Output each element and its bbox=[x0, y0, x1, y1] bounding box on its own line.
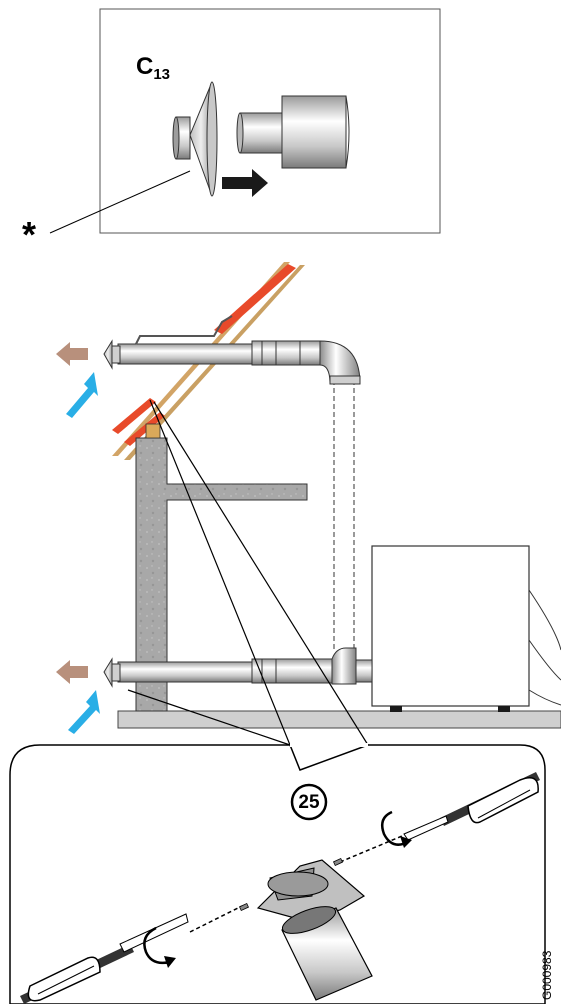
floor bbox=[117, 710, 561, 729]
connection-type-label: C13 bbox=[136, 53, 171, 83]
upper-terminal-cap-icon bbox=[103, 339, 121, 370]
lower-inlet-arrow-icon bbox=[68, 690, 100, 734]
figure-code: G000983 bbox=[540, 950, 554, 1000]
terminal-cap-icon bbox=[172, 81, 218, 197]
asterisk-callout: * bbox=[22, 214, 37, 255]
step-number-circle bbox=[290, 783, 328, 821]
terminal-detail-inset bbox=[49, 8, 441, 234]
upper-flue-pipe bbox=[117, 315, 361, 385]
pipe-icon bbox=[236, 95, 350, 169]
lower-flue-pipe bbox=[117, 647, 373, 685]
arrow-right-icon bbox=[222, 169, 268, 197]
lower-terminal-cap-icon bbox=[103, 657, 121, 688]
wall bbox=[135, 423, 308, 712]
installation-section bbox=[56, 262, 561, 746]
upper-outlet-arrow-icon bbox=[56, 342, 88, 366]
screwdriver-icon bbox=[20, 913, 189, 1004]
assembly-detail-panel bbox=[9, 743, 546, 1004]
rotate-arrow-icon bbox=[381, 810, 409, 846]
lower-outlet-arrow-icon bbox=[56, 660, 88, 684]
step-number: 25 bbox=[298, 792, 320, 813]
boiler-icon bbox=[371, 545, 561, 712]
upper-inlet-arrow-icon bbox=[66, 372, 98, 418]
screwdriver-icon bbox=[403, 772, 540, 841]
rotate-arrow-icon bbox=[143, 926, 171, 965]
screw-icon bbox=[238, 857, 344, 912]
terminal-assembly-icon bbox=[256, 859, 373, 1001]
leader-line bbox=[49, 170, 191, 234]
